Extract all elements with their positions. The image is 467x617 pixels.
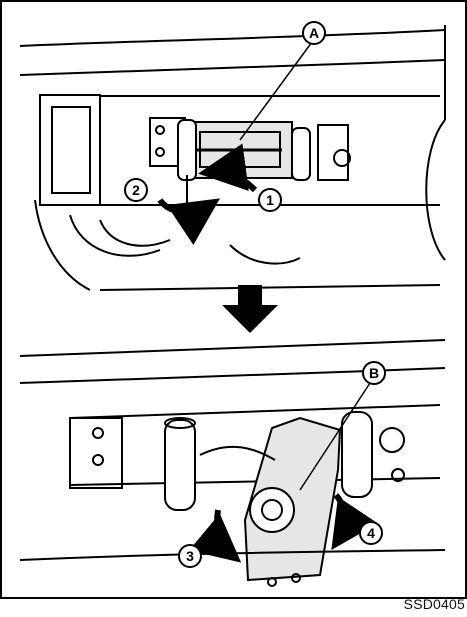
released-hook-eye — [250, 488, 294, 532]
left-cylinder-2 — [165, 420, 195, 510]
body-line-upper — [20, 30, 445, 46]
bracket-hole-3 — [93, 428, 103, 438]
figure-border — [1, 1, 466, 598]
step-1-label: 1 — [266, 192, 274, 208]
bracket-hole-2 — [156, 148, 164, 156]
bracket-hole-4 — [93, 455, 103, 465]
left-cylinder — [178, 120, 196, 180]
suspension-curve-2 — [100, 220, 170, 246]
step-4-arrow — [336, 495, 345, 540]
suspension-curve-1 — [70, 215, 160, 256]
transition-arrow — [222, 285, 278, 333]
step-4-label: 4 — [367, 525, 375, 541]
callout-a-label: A — [309, 25, 319, 41]
callout-b-label: B — [369, 365, 379, 381]
step-3-label: 3 — [186, 548, 194, 564]
step-2-label: 2 — [132, 182, 140, 198]
body-line-upper-2 — [20, 340, 445, 356]
bracket-hole-1 — [156, 126, 164, 134]
right-arch — [426, 120, 445, 260]
right-cylinder-2 — [342, 412, 372, 497]
step-3-arrow — [217, 510, 232, 555]
right-fitting — [318, 125, 348, 180]
top-panel — [20, 25, 445, 290]
right-ring-2 — [380, 428, 404, 452]
body-line-lower — [20, 60, 445, 75]
left-recess-inner — [52, 107, 90, 193]
rail-top-2 — [70, 405, 440, 418]
figure-code: SSD0405 — [404, 596, 465, 612]
wheel-arc — [35, 200, 90, 290]
right-cylinder — [292, 128, 310, 180]
suspension-curve-3 — [230, 245, 300, 264]
ground-line-top — [100, 285, 440, 290]
